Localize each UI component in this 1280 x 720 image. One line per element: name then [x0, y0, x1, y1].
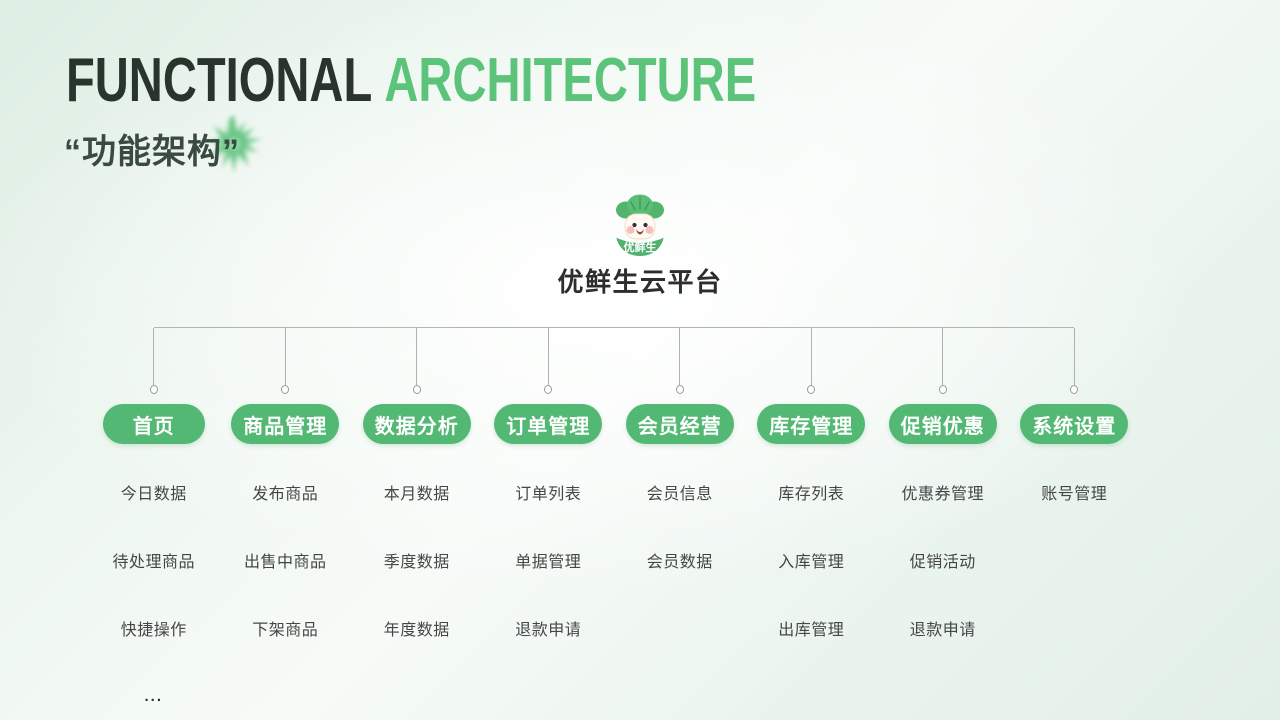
branch-items: 本月数据季度数据年度数据 [351, 458, 483, 662]
branch-column-3: 数据分析本月数据季度数据年度数据 [351, 404, 483, 720]
branch-pill: 促销优惠 [888, 404, 997, 444]
page-subtitle: “功能架构” [64, 133, 240, 171]
connector-hline [153, 327, 1075, 328]
branch-pill: 商品管理 [231, 404, 340, 444]
connector-vline [547, 328, 549, 385]
branch-item-ellipsis: ... [144, 687, 163, 705]
branch-column-8: 系统设置账号管理 [1009, 404, 1141, 720]
branch-items: 发布商品出售中商品下架商品 [220, 458, 352, 662]
branch-item: 下架商品 [252, 622, 319, 639]
branch-column-1: 首页今日数据待处理商品快捷操作... [88, 404, 220, 720]
branch-pill: 库存管理 [757, 404, 866, 444]
connector-vline [942, 328, 944, 385]
branch-item: 待处理商品 [112, 554, 195, 571]
branch-column-2: 商品管理发布商品出售中商品下架商品 [220, 404, 352, 720]
branch-pill: 订单管理 [494, 404, 603, 444]
branch-item: 季度数据 [383, 554, 450, 571]
branch-column-6: 库存管理库存列表入库管理出库管理 [746, 404, 878, 720]
branch-column-7: 促销优惠优惠券管理促销活动退款申请 [877, 404, 1009, 720]
branch-item: 入库管理 [778, 554, 845, 571]
connector-vline [153, 328, 155, 385]
architecture-tree: 首页今日数据待处理商品快捷操作...商品管理发布商品出售中商品下架商品数据分析本… [88, 404, 1140, 720]
brand-logo-text: 优鲜生 [624, 240, 657, 254]
connector-vline [679, 328, 681, 385]
connector-vline [810, 328, 812, 385]
connector-node-circle [938, 385, 947, 394]
branch-item: 优惠券管理 [901, 486, 984, 503]
branch-item: 订单列表 [515, 486, 582, 503]
branch-column-5: 会员经营会员信息会员数据 [614, 404, 746, 720]
connector-node-circle [544, 385, 553, 394]
branch-pill: 首页 [102, 404, 205, 444]
branch-item: 年度数据 [383, 622, 450, 639]
branch-item: 账号管理 [1041, 486, 1108, 503]
connector-node-circle [412, 385, 421, 394]
branch-items: 今日数据待处理商品快捷操作... [88, 458, 220, 720]
starburst-icon [205, 115, 263, 174]
connector-vline [284, 328, 286, 385]
branch-items: 订单列表单据管理退款申请 [483, 458, 615, 662]
connector-vline [416, 328, 418, 385]
branch-item: 出售中商品 [243, 554, 327, 571]
branch-items: 库存列表入库管理出库管理 [746, 458, 878, 662]
branch-pill: 会员经营 [625, 404, 734, 444]
connector-node-circle [149, 385, 158, 394]
title-primary: FUNCTIONAL [66, 46, 373, 115]
connector-node-circle [807, 385, 816, 394]
branch-item: 出库管理 [778, 622, 845, 639]
brand-logo-icon: 优鲜生 [613, 194, 667, 259]
connector-vline [1073, 328, 1075, 385]
branch-item: 退款申请 [909, 622, 976, 639]
branch-item: 库存列表 [778, 486, 845, 503]
platform-name: 优鲜生云平台 [557, 267, 723, 297]
branch-items: 账号管理 [1009, 458, 1141, 526]
branch-pill: 数据分析 [362, 404, 471, 444]
branch-item: 发布商品 [252, 486, 319, 503]
branch-items: 会员信息会员数据 [614, 458, 746, 594]
title-secondary: ARCHITECTURE [384, 46, 757, 115]
branch-item: 会员信息 [646, 486, 713, 503]
branch-item: 单据管理 [515, 554, 582, 571]
branch-item: 会员数据 [646, 554, 713, 571]
branch-item: 快捷操作 [120, 622, 187, 639]
branch-items: 优惠券管理促销活动退款申请 [877, 458, 1009, 662]
branch-item: 退款申请 [515, 622, 582, 639]
branch-pill: 系统设置 [1020, 404, 1129, 444]
connector-node-circle [281, 385, 290, 394]
branch-item: 本月数据 [383, 486, 450, 503]
branch-column-4: 订单管理订单列表单据管理退款申请 [483, 404, 615, 720]
branch-item: 促销活动 [909, 554, 976, 571]
branch-item: 今日数据 [120, 486, 187, 503]
connector-node-circle [675, 385, 684, 394]
connector-node-circle [1070, 385, 1079, 394]
